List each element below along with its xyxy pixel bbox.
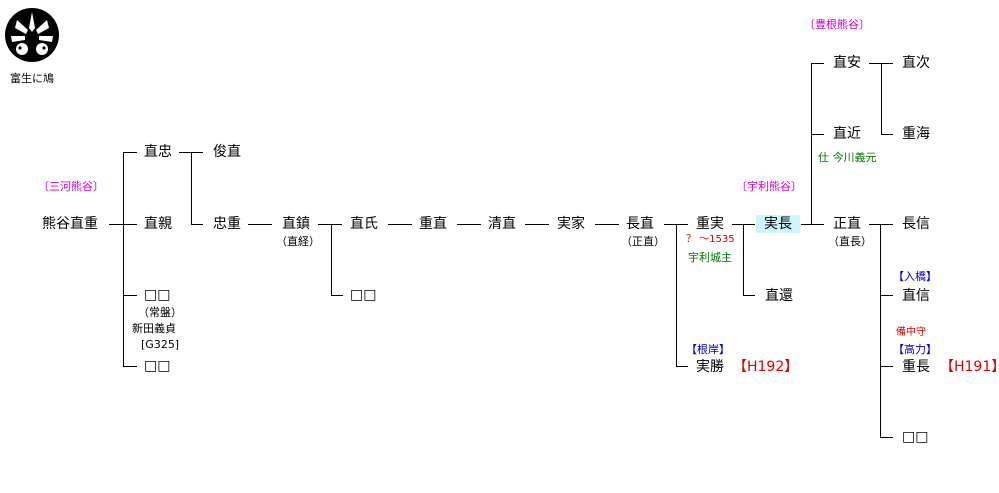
person-shigenao: 重直 xyxy=(419,216,447,232)
person-sanenaga-highlighted: 実長 xyxy=(756,215,800,233)
crest-icon xyxy=(3,6,61,64)
person-unknown-1: □□ xyxy=(144,287,171,303)
branch-label-uri: 〔宇利熊谷〕 xyxy=(736,180,802,193)
person-naochika: 直親 xyxy=(144,216,172,232)
person-naoshizu: 直鎮 xyxy=(282,216,310,232)
person-unknown-2: □□ xyxy=(144,358,171,374)
note-iribashi: 【入橋】 xyxy=(893,270,937,283)
person-naokan: 直還 xyxy=(765,288,793,304)
note-takariki: 【高力】 xyxy=(893,343,937,356)
person-kumagaya-naoshige: 熊谷直重 xyxy=(42,216,98,232)
note-uri-castle: 宇利城主 xyxy=(688,251,732,264)
person-unknown-3: □□ xyxy=(350,287,377,303)
person-sanekatsu: 実勝 xyxy=(696,359,724,375)
person-naotsugu: 直次 xyxy=(902,55,930,71)
person-shigezane: 重実 xyxy=(696,216,724,232)
person-unknown-4: □□ xyxy=(902,429,929,445)
branch-label-mikawa: 〔三河熊谷〕 xyxy=(38,180,104,193)
note-tokiwa: （常盤） xyxy=(138,306,182,319)
person-naochika-2: 直近 xyxy=(833,126,861,142)
person-naoshizu-alias: （直経） xyxy=(276,235,320,248)
note-nishi: 【根岸】 xyxy=(686,343,730,356)
person-naoyasu: 直安 xyxy=(833,55,861,71)
person-kiyonao: 清直 xyxy=(488,216,516,232)
ref-h192[interactable]: 【H192】 xyxy=(733,359,799,375)
person-naouji: 直氏 xyxy=(350,216,378,232)
person-saneie: 実家 xyxy=(557,216,585,232)
person-naotada: 直忠 xyxy=(144,144,172,160)
note-shigezane-dates: ？ ～1535 xyxy=(686,234,735,245)
crest-caption: 富生に鳩 xyxy=(10,72,54,85)
note-imagawa: 仕 今川義元 xyxy=(818,151,877,164)
person-shigeumi: 重海 xyxy=(902,126,930,142)
person-shigenaga: 重長 xyxy=(902,359,930,375)
person-masanao: 正直 xyxy=(833,216,861,232)
note-nitta: 新田義貞 xyxy=(132,322,176,335)
person-tadashige: 忠重 xyxy=(213,216,241,232)
note-bicchu: 備中守 xyxy=(896,327,926,338)
person-nagano-alias: （正直） xyxy=(621,235,665,248)
ref-h191[interactable]: 【H191】 xyxy=(940,359,999,375)
branch-label-toyone: 〔豊根熊谷〕 xyxy=(804,18,870,31)
person-naonobu: 直信 xyxy=(902,288,930,304)
person-shunnao: 俊直 xyxy=(213,144,241,160)
note-g325: [G325] xyxy=(141,338,180,351)
person-nagano: 長直 xyxy=(626,216,654,232)
person-masanao-alias: （直長） xyxy=(828,235,872,248)
person-naganobu: 長信 xyxy=(902,216,930,232)
